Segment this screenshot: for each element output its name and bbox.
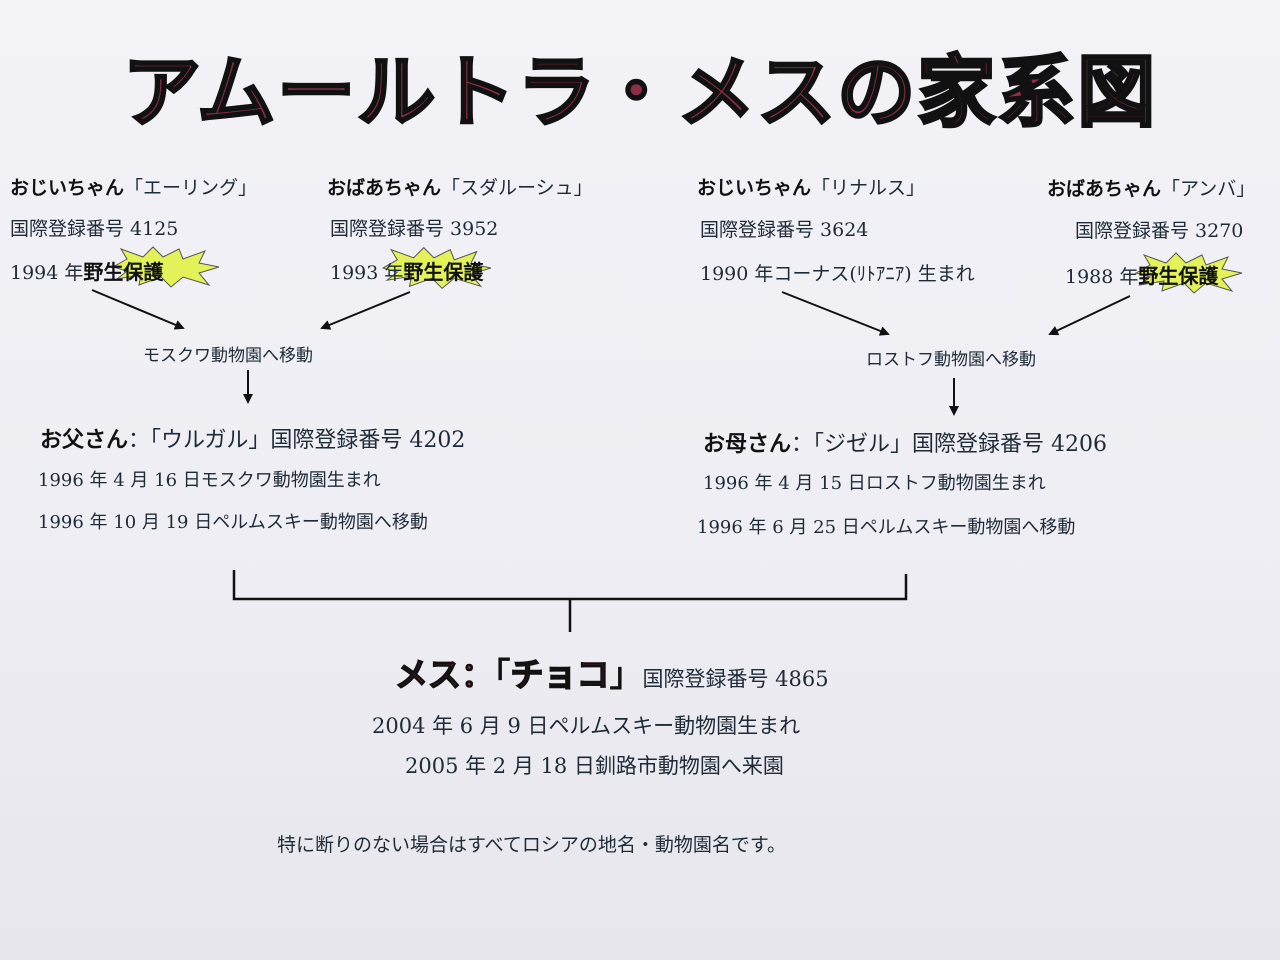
tiger-name: 「スダルーシュ」	[441, 177, 593, 199]
grandmother-right-history: 1988 年野生保護	[1065, 260, 1218, 289]
burst-icon	[381, 246, 492, 290]
child-arrival: 2005 年 2 月 18 日釧路市動物園へ来園	[405, 754, 784, 778]
close-bracket: 」	[609, 655, 643, 694]
relation-label: おばあちゃん	[327, 177, 442, 199]
wild-protection-text: 野生保護	[83, 260, 164, 284]
father-birth: 1996 年 4 月 16 日モスクワ動物園生まれ	[38, 470, 381, 491]
grandmother-right-reg: 国際登録番号 3270	[1075, 220, 1244, 242]
open-bracket: 「	[494, 655, 511, 694]
grandmother-left-reg: 国際登録番号 3952	[330, 218, 499, 240]
burst-icon	[1134, 252, 1243, 294]
grandfather-right-reg: 国際登録番号 3624	[700, 219, 869, 241]
father-heading: お父さん：「ウルガル」国際登録番号 4202	[40, 422, 465, 454]
relation-label: おじいちゃん	[697, 177, 812, 199]
father-name-reg: ：「ウルガル」国際登録番号 4202	[128, 428, 466, 453]
child-label: メス：	[394, 654, 495, 695]
arrow-grandmother-left	[320, 291, 411, 330]
parents-bracket	[232, 570, 908, 601]
footnote: 特に断りのない場合はすべてロシアの地名・動物園名です。	[277, 834, 787, 856]
tiger-name: 「リナルス」	[811, 177, 926, 199]
child-name: チョコ	[510, 654, 611, 695]
child-reg: 国際登録番号 4865	[642, 667, 829, 691]
year-text: 1994 年	[10, 262, 84, 284]
grandfather-left-history: 1994 年野生保護	[10, 256, 163, 285]
grandmother-left-history: 1993 年野生保護	[330, 256, 483, 285]
mother-heading: お母さん：「ジゼル」国際登録番号 4206	[703, 426, 1107, 458]
relation-label: お父さん	[40, 428, 129, 453]
grandfather-right-heading: おじいちゃん「リナルス」	[697, 173, 925, 200]
grandmother-left-heading: おばあちゃん「スダルーシュ」	[327, 173, 593, 200]
relation-label: お母さん	[703, 432, 792, 457]
grandfather-left-reg: 国際登録番号 4125	[10, 218, 179, 240]
relation-label: おばあちゃん	[1047, 178, 1162, 200]
wild-protection-text: 野生保護	[403, 260, 484, 284]
child-birth: 2004 年 6 月 9 日ペルムスキー動物園生まれ	[372, 714, 801, 738]
mother-name-reg: ：「ジゼル」国際登録番号 4206	[791, 432, 1107, 457]
grandmother-right-heading: おばあちゃん「アンバ」	[1047, 174, 1255, 201]
move-left-label: モスクワ動物園へ移動	[143, 346, 313, 366]
grandfather-left-heading: おじいちゃん「エーリング」	[10, 173, 257, 200]
tiger-name: 「エーリング」	[124, 177, 258, 199]
arrow-grandmother-right	[1048, 295, 1131, 336]
wild-protection-text: 野生保護	[1138, 264, 1219, 288]
relation-label: おじいちゃん	[10, 177, 125, 199]
year-text: 1988 年	[1065, 266, 1139, 288]
arrow-grandfather-right	[781, 291, 890, 336]
burst-icon	[111, 246, 220, 288]
father-move: 1996 年 10 月 19 日ペルムスキー動物園へ移動	[38, 512, 428, 533]
tiger-name: 「アンバ」	[1161, 178, 1256, 200]
grandfather-right-birth: 1990 年コーナス(ﾘﾄｱﾆｱ) 生まれ	[700, 263, 975, 285]
move-right-label: ロストフ動物園へ移動	[866, 350, 1036, 370]
arrow-grandfather-left	[91, 289, 185, 330]
page-title: アムールトラ・メスの家系図	[121, 47, 1158, 140]
mother-birth: 1996 年 4 月 15 日ロストフ動物園生まれ	[703, 473, 1046, 494]
mother-move: 1996 年 6 月 25 日ペルムスキー動物園へ移動	[697, 517, 1076, 538]
year-text: 1993 年	[330, 262, 404, 284]
child-heading: メス：「チョコ」国際登録番号 4865	[394, 648, 829, 696]
